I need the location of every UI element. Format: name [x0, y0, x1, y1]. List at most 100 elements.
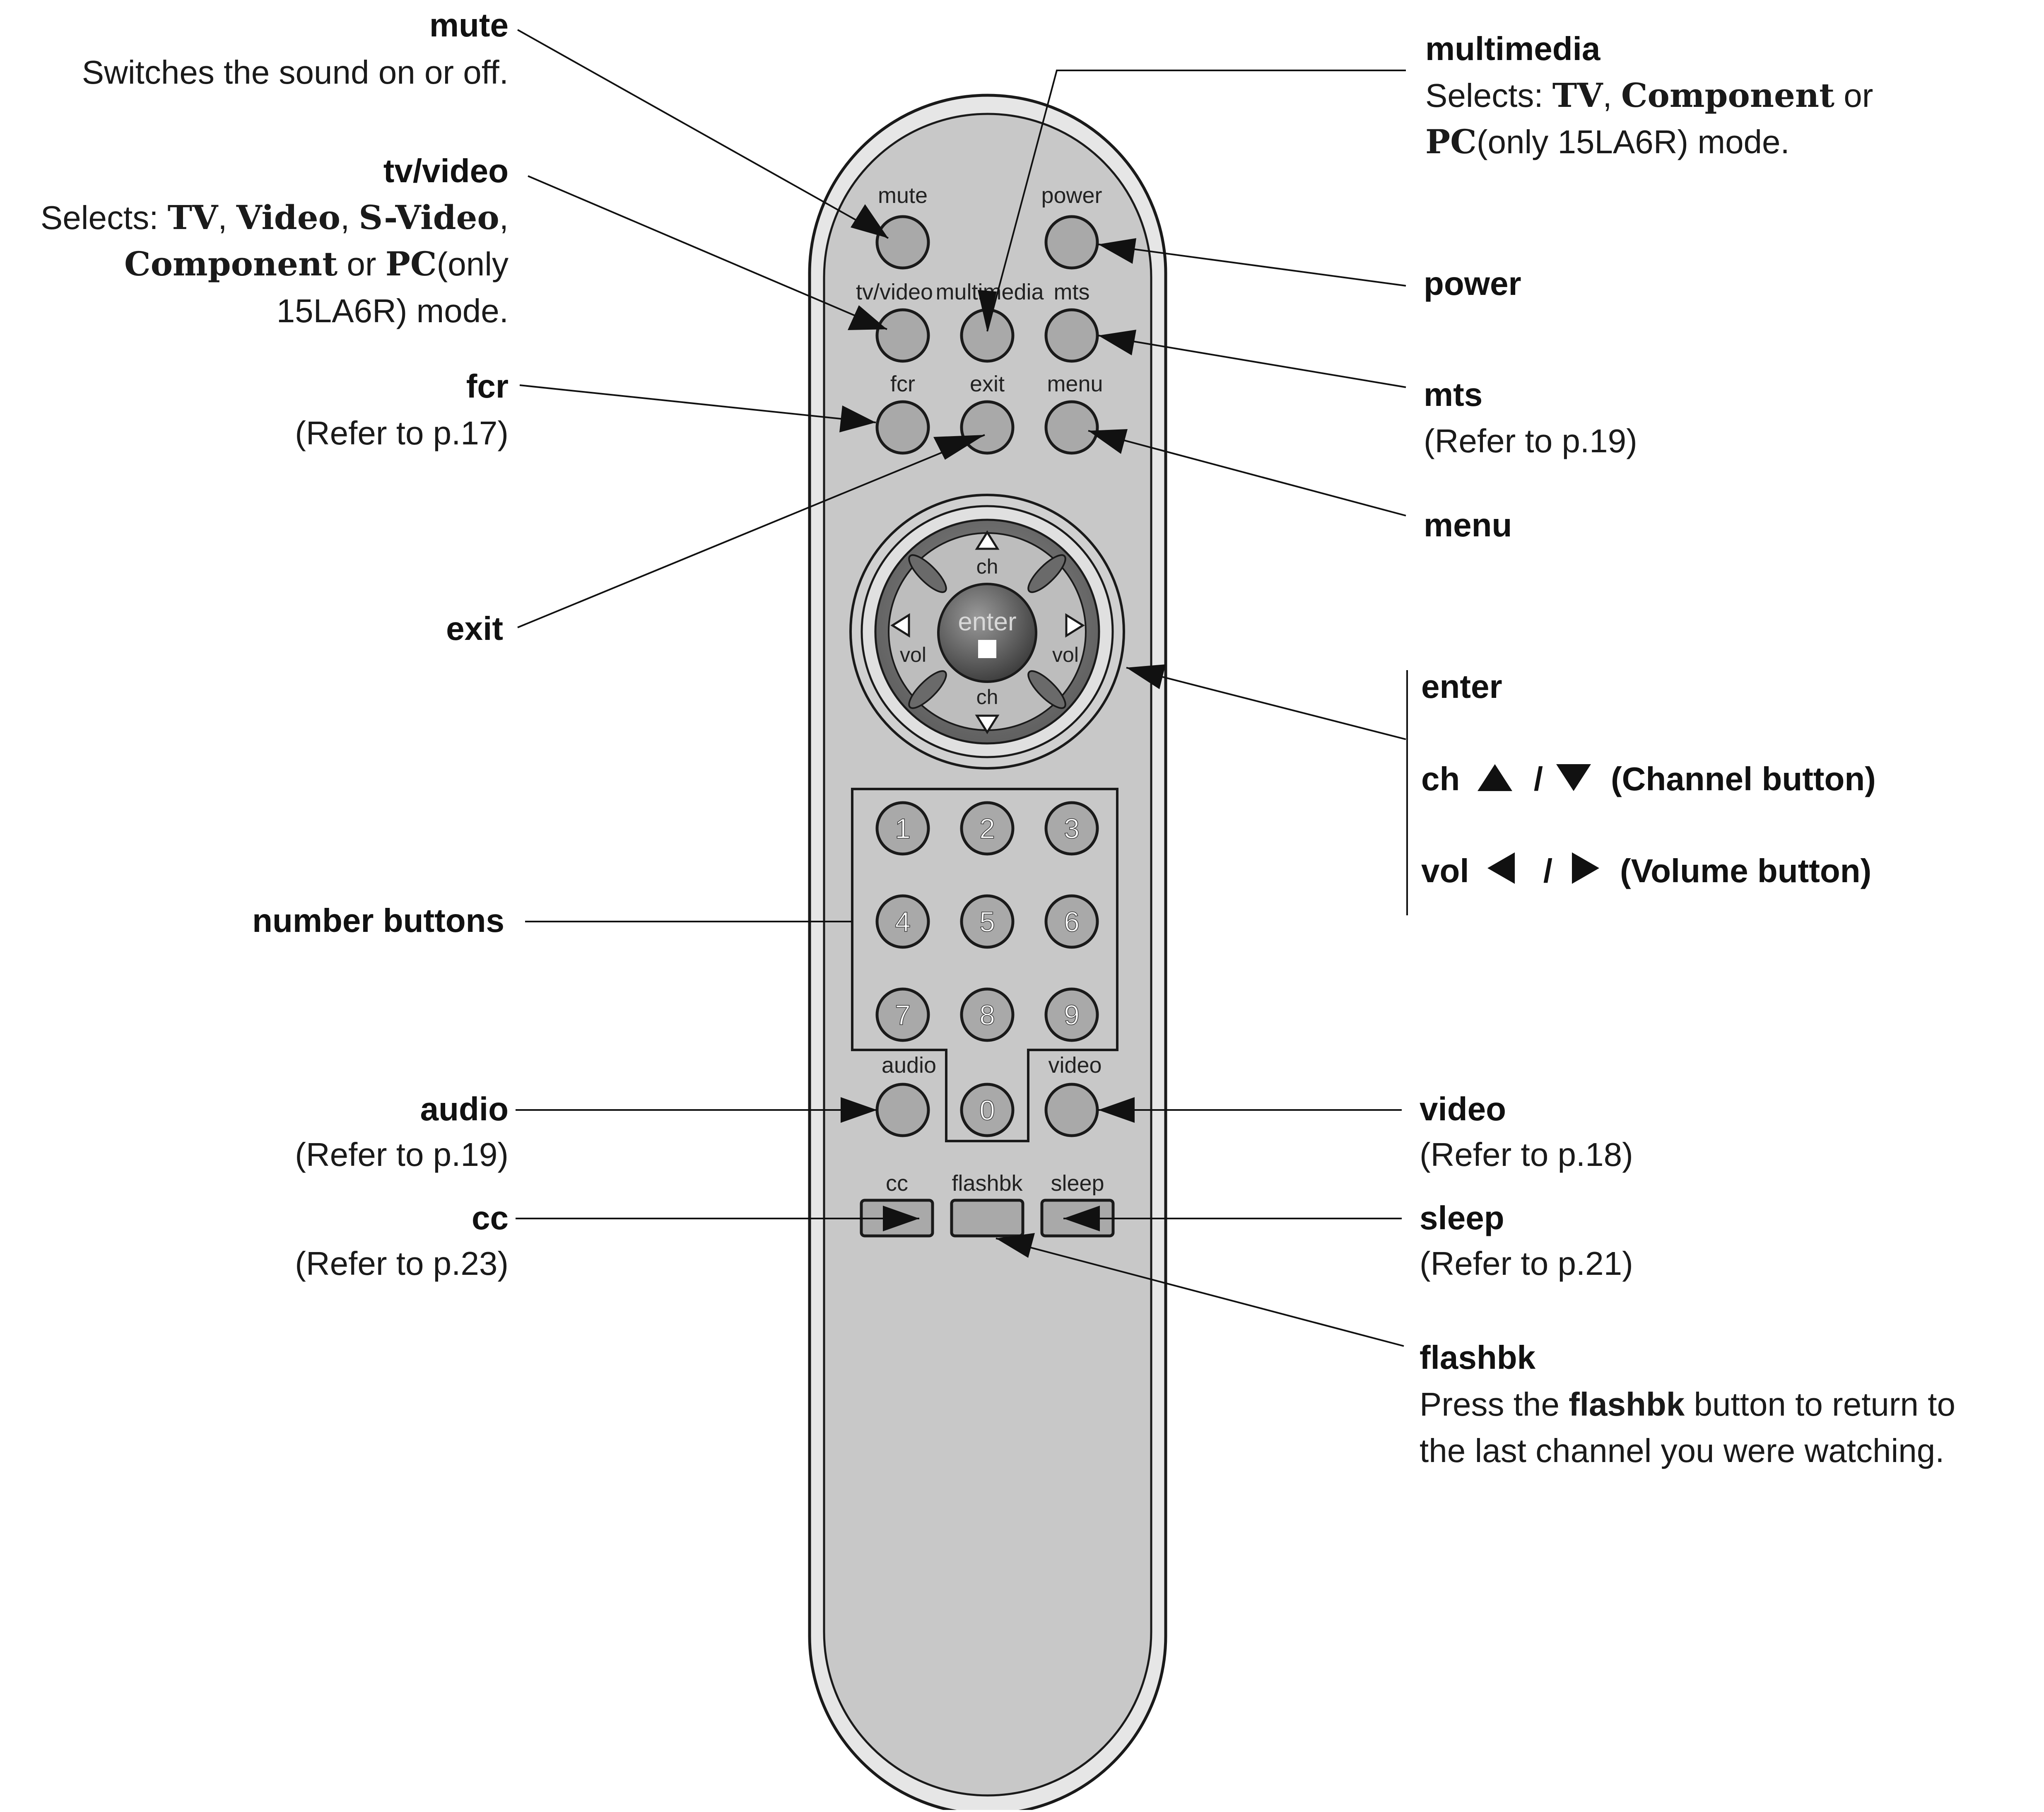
- number-button-4-shape[interactable]: [875, 894, 930, 949]
- annotation-sleep: sleep (Refer to p.21): [1420, 1199, 1633, 1282]
- audio-title: audio: [420, 1091, 509, 1127]
- audio-button[interactable]: audio: [875, 1053, 936, 1137]
- number-button-8-label: 8: [979, 999, 995, 1031]
- number-button-5-shape[interactable]: [960, 894, 1015, 949]
- number-button-8-shape[interactable]: [960, 987, 1015, 1042]
- number-button-1-shape[interactable]: [875, 801, 930, 856]
- tv-video-button[interactable]: tv/video: [856, 280, 933, 363]
- flashbk-leader: [995, 1238, 1404, 1347]
- ch-down-triangle-icon: [1556, 764, 1591, 791]
- number-button-0[interactable]: 0: [960, 1083, 1015, 1137]
- menu-arrowhead-icon: [1088, 429, 1128, 454]
- number-buttons-title: number buttons: [252, 902, 504, 939]
- fcr-button[interactable]: fcr: [875, 372, 930, 455]
- enter-button-label: enter: [958, 608, 1016, 636]
- video-ref: (Refer to p.18): [1420, 1136, 1633, 1173]
- video-button[interactable]: video: [1044, 1053, 1102, 1137]
- fcr-title: fcr: [466, 368, 509, 405]
- mute-leader: [517, 29, 889, 239]
- annotation-mute: mute Switches the sound on or off.: [82, 7, 509, 91]
- annotation-exit: exit: [446, 610, 503, 647]
- cc-button-label: cc: [886, 1171, 908, 1196]
- video-button-label: video: [1048, 1053, 1102, 1078]
- mts-button-label: mts: [1054, 280, 1090, 304]
- vol-right-arrow-icon[interactable]: [1065, 613, 1085, 638]
- annotation-cc: cc (Refer to p.23): [295, 1199, 509, 1282]
- annotation-vol: vol / (Volume button): [1421, 852, 1871, 889]
- number-button-2-shape[interactable]: [960, 801, 1015, 856]
- annotation-enter: enter: [1421, 668, 1502, 705]
- flashbk-button[interactable]: flashbk: [950, 1171, 1024, 1238]
- fcr-arrowhead-icon: [839, 405, 876, 432]
- number-button-7-shape[interactable]: [875, 987, 930, 1042]
- number-button-4-label: 4: [895, 906, 911, 938]
- number-button-6-label: 6: [1064, 906, 1080, 938]
- tv-video-leader: [528, 175, 887, 330]
- power-leader: [1098, 244, 1406, 287]
- ch-up-label: ch: [976, 555, 998, 578]
- number-button-5[interactable]: 5: [960, 894, 1015, 949]
- mts-title: mts: [1424, 376, 1482, 413]
- number-button-3-label: 3: [1064, 813, 1080, 844]
- number-button-9[interactable]: 9: [1044, 987, 1099, 1042]
- enter-arrowhead-icon: [1126, 664, 1166, 689]
- number-button-6-shape[interactable]: [1044, 894, 1099, 949]
- menu-button[interactable]: menu: [1044, 372, 1103, 455]
- mute-title: mute: [429, 7, 509, 43]
- fcr-button-label: fcr: [890, 372, 915, 396]
- sleep-button[interactable]: sleep: [1040, 1171, 1115, 1238]
- number-button-3-shape[interactable]: [1044, 801, 1099, 856]
- enter-button[interactable]: enter: [937, 583, 1037, 683]
- audio-button-label: audio: [882, 1053, 936, 1078]
- mts-button[interactable]: mts: [1044, 280, 1099, 363]
- number-button-9-shape[interactable]: [1044, 987, 1099, 1042]
- multimedia-arrowhead-icon: [978, 290, 997, 331]
- mts-leader: [1098, 335, 1406, 388]
- exit-arrowhead-icon: [933, 435, 985, 460]
- number-button-8[interactable]: 8: [960, 987, 1015, 1042]
- number-button-3[interactable]: 3: [1044, 801, 1099, 856]
- sleep-button-label: sleep: [1051, 1171, 1104, 1196]
- power-button[interactable]: power: [1041, 183, 1102, 270]
- tv-video-desc-line3: 15LA6R) mode.: [277, 292, 509, 329]
- vol-left-triangle-icon: [1487, 852, 1515, 884]
- ch-up-arrow-icon[interactable]: [975, 530, 1000, 550]
- enter-leader: [1126, 667, 1406, 740]
- exit-title: exit: [446, 610, 503, 647]
- annotation-video: video (Refer to p.18): [1420, 1091, 1633, 1173]
- cc-title: cc: [472, 1199, 509, 1236]
- ch-down-arrow-icon[interactable]: [975, 714, 1000, 734]
- power-title: power: [1424, 265, 1521, 302]
- vol-left-arrow-icon[interactable]: [890, 613, 910, 638]
- cc-ref: (Refer to p.23): [295, 1245, 509, 1282]
- video-arrowhead-icon: [1098, 1097, 1135, 1123]
- audio-arrowhead-icon: [841, 1097, 877, 1123]
- flashbk-desc-line1: Press the flashbk button to return to: [1420, 1386, 1955, 1423]
- annotation-multimedia: multimedia Selects: TV, Component or PC(…: [1425, 30, 1873, 161]
- number-button-1-label: 1: [895, 813, 911, 844]
- audio-ref: (Refer to p.19): [295, 1136, 509, 1173]
- number-button-6[interactable]: 6: [1044, 894, 1099, 949]
- number-button-9-label: 9: [1064, 999, 1080, 1031]
- annotation-fcr: fcr (Refer to p.17): [295, 368, 509, 451]
- multimedia-leader: [986, 70, 1406, 332]
- ch-up-triangle-icon: [1478, 764, 1512, 791]
- mute-button[interactable]: mute: [875, 183, 930, 270]
- number-button-2[interactable]: 2: [960, 801, 1015, 856]
- number-button-0-shape[interactable]: [960, 1083, 1015, 1137]
- number-button-4[interactable]: 4: [875, 894, 930, 949]
- multimedia-title: multimedia: [1425, 30, 1600, 67]
- number-buttons: 1 2 3 4 5 6 7 8 9 0: [875, 801, 1099, 1137]
- annotation-ch: ch / (Channel button): [1421, 760, 1876, 797]
- pad-decoration: [908, 554, 1066, 709]
- multimedia-desc-line1: Selects: TV, Component or: [1425, 76, 1873, 115]
- sleep-arrowhead-icon: [1063, 1206, 1100, 1231]
- ch-title: ch: [1421, 760, 1460, 797]
- vol-title: vol: [1421, 852, 1469, 889]
- number-button-1[interactable]: 1: [875, 801, 930, 856]
- flashbk-button-label: flashbk: [952, 1171, 1023, 1196]
- number-button-0-label: 0: [979, 1095, 995, 1126]
- number-button-7[interactable]: 7: [875, 987, 930, 1042]
- ch-sep: /: [1534, 760, 1543, 797]
